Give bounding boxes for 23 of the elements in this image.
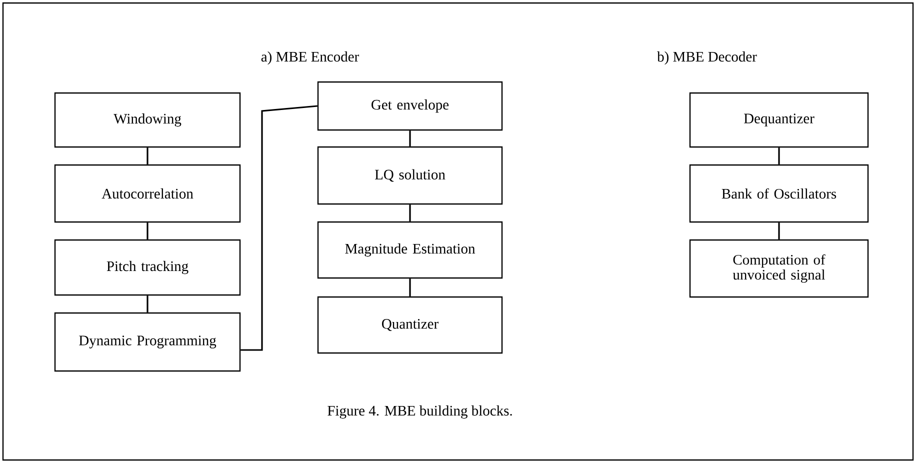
connector-line xyxy=(409,278,411,296)
connector-line xyxy=(146,148,148,164)
process-box: Pitch tracking xyxy=(54,239,241,296)
connector-line xyxy=(409,130,411,146)
process-box: Magnitude Estimation xyxy=(317,221,503,279)
process-box: Get envelope xyxy=(317,81,503,131)
process-box: Dequantizer xyxy=(689,92,869,148)
connector-line xyxy=(409,204,411,222)
section-heading: a) MBE Encoder xyxy=(261,51,359,65)
process-box: Dynamic Programming xyxy=(54,312,241,372)
section-heading: b) MBE Decoder xyxy=(657,51,757,65)
process-box: Autocorrelation xyxy=(54,164,241,223)
process-box: LQ solution xyxy=(317,146,503,205)
connector-line xyxy=(240,105,318,351)
process-box: Bank of Oscillators xyxy=(689,164,869,223)
process-box: Windowing xyxy=(54,92,241,148)
connector-line xyxy=(778,148,780,164)
connector-line xyxy=(778,222,780,240)
connector-line xyxy=(146,296,148,312)
process-box: Computation of unvoiced signal xyxy=(689,239,869,298)
process-box: Quantizer xyxy=(317,296,503,354)
connector-line xyxy=(146,222,148,240)
figure-caption: Figure 4. MBE building blocks. xyxy=(328,405,512,419)
